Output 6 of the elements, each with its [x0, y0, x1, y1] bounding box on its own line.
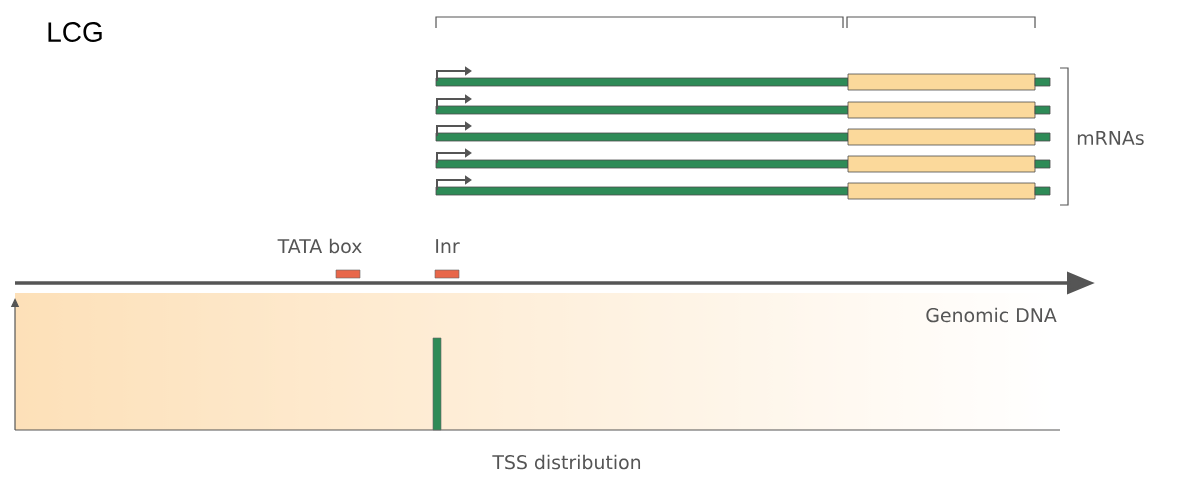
axis-label: Genomic DNA	[926, 307, 1057, 323]
panel-label: LCG	[48, 22, 102, 42]
element-label: Inr	[436, 239, 460, 253]
element-label: TATA box	[277, 238, 362, 254]
bracket-label: mRNAs	[1077, 131, 1144, 146]
axis-label: TSS distribution	[492, 454, 641, 470]
